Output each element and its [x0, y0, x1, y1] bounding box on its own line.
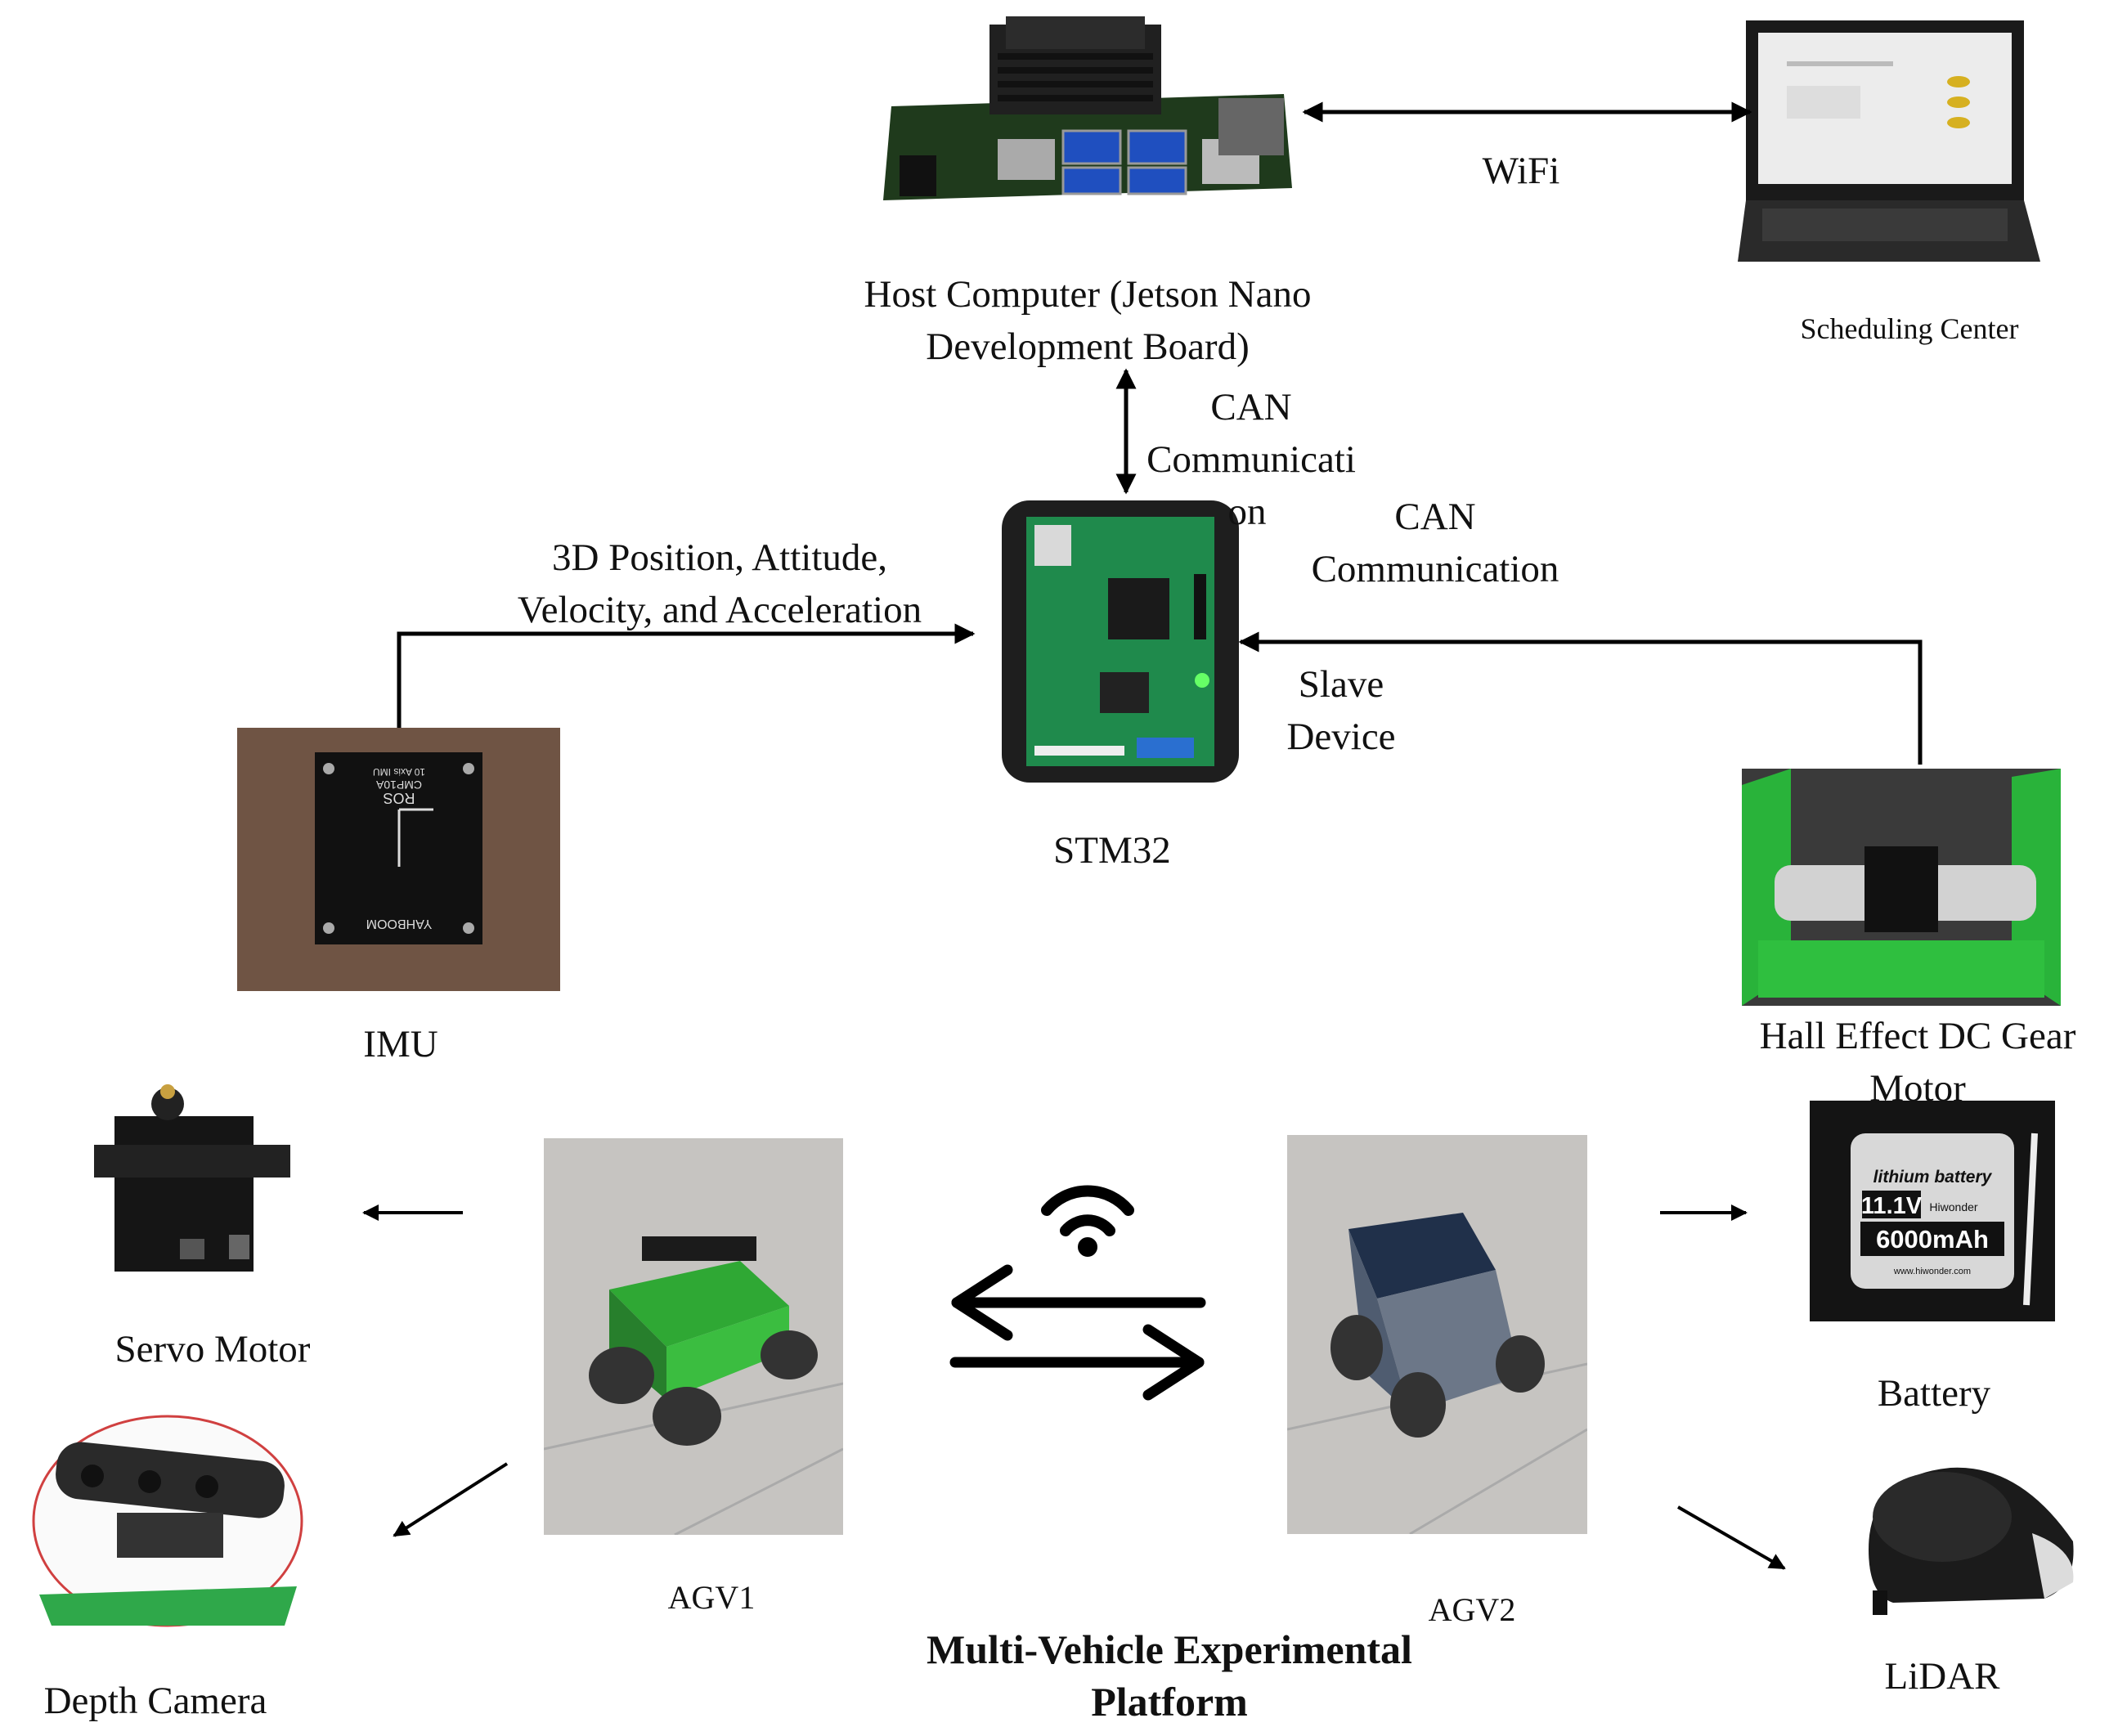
wifi-icon — [1041, 1185, 1134, 1257]
host-computer-label: Host Computer (Jetson Nano Development B… — [801, 268, 1374, 373]
battery-url-text: www.hiwonder.com — [1893, 1267, 1971, 1276]
depth-camera-label: Depth Camera — [43, 1680, 267, 1722]
agv1-to-camera-arrow — [393, 1462, 509, 1537]
can-vertical-line1: CAN — [1210, 386, 1292, 428]
imu-data-line1: 3D Position, Attitude, — [552, 536, 887, 579]
platform-title-line2: Platform — [1091, 1679, 1248, 1725]
host-computer-label-line2: Development Board) — [926, 325, 1250, 368]
stm32-board-image — [1002, 500, 1239, 783]
imu-data-line2: Velocity, and Acceleration — [517, 589, 922, 631]
host-computer-label-line1: Host Computer (Jetson Nano — [864, 273, 1312, 316]
platform-title: Multi-Vehicle Experimental Platform — [883, 1623, 1456, 1728]
agv2-label: AGV2 — [1428, 1591, 1516, 1628]
hall-motor-label: Hall Effect DC Gear Motor — [1725, 1010, 2110, 1115]
imu-ros-text: ROS — [383, 790, 415, 806]
can-right-label: CAN Communication — [1276, 491, 1595, 595]
servo-motor-label: Servo Motor — [114, 1328, 311, 1370]
imu-label: IMU — [363, 1023, 438, 1065]
battery-brand-text: Hiwonder — [1929, 1200, 1977, 1213]
can-vertical-line3: on — [1227, 491, 1267, 533]
battery-voltage-text: 11.1V — [1861, 1193, 1923, 1219]
scheduling-center-label: Scheduling Center — [1800, 312, 2019, 345]
imu-data-label: 3D Position, Attitude, Velocity, and Acc… — [474, 532, 965, 636]
platform-title-line1: Multi-Vehicle Experimental — [927, 1626, 1412, 1672]
slave-device-line2: Device — [1286, 715, 1396, 758]
slave-device-label: Slave Device — [1259, 658, 1423, 763]
lidar-label: LiDAR — [1884, 1655, 2000, 1698]
laptop-image — [1738, 20, 2040, 266]
servo-motor-image — [94, 1083, 290, 1276]
battery-image: lithium battery 11.1V Hiwonder 6000mAh w… — [1810, 1101, 2055, 1321]
imu-model-text: CMP10A — [375, 778, 422, 792]
battery-capacity-text: 6000mAh — [1876, 1225, 1989, 1254]
agv2-image — [1287, 1135, 1587, 1534]
wifi-link-label: WiFi — [1482, 150, 1560, 192]
imu-desc-text: 10 Axis IMU — [373, 766, 425, 778]
agv1-label: AGV1 — [667, 1579, 756, 1616]
jetson-board-image — [875, 16, 1300, 204]
stm32-label: STM32 — [1053, 829, 1171, 872]
can-right-line2: Communication — [1311, 548, 1559, 590]
imu-to-stm32-arrow — [397, 623, 976, 728]
battery-type-text: lithium battery — [1873, 1168, 1993, 1186]
motor-to-stm32-arrow — [1238, 631, 1923, 765]
hall-motor-line2: Motor — [1869, 1067, 1966, 1110]
agv2-to-lidar-arrow — [1677, 1505, 1786, 1570]
lidar-image — [1844, 1451, 2081, 1623]
agv1-image — [544, 1138, 843, 1535]
hall-motor-image — [1742, 769, 2061, 1006]
battery-label: Battery — [1877, 1372, 1991, 1415]
agv-exchange-arrows — [949, 1264, 1206, 1401]
slave-device-line1: Slave — [1298, 663, 1384, 706]
imu-image: YAHBOOM CMP10A 10 Axis IMU ROS — [237, 728, 560, 991]
can-right-line1: CAN — [1394, 496, 1476, 538]
imu-brand-text: YAHBOOM — [366, 917, 433, 931]
can-vertical-line2: Communicati — [1147, 438, 1356, 481]
hall-motor-line1: Hall Effect DC Gear — [1759, 1015, 2076, 1057]
depth-camera-image — [31, 1406, 305, 1627]
can-vertical-label: CAN Communicati on — [1129, 381, 1374, 538]
